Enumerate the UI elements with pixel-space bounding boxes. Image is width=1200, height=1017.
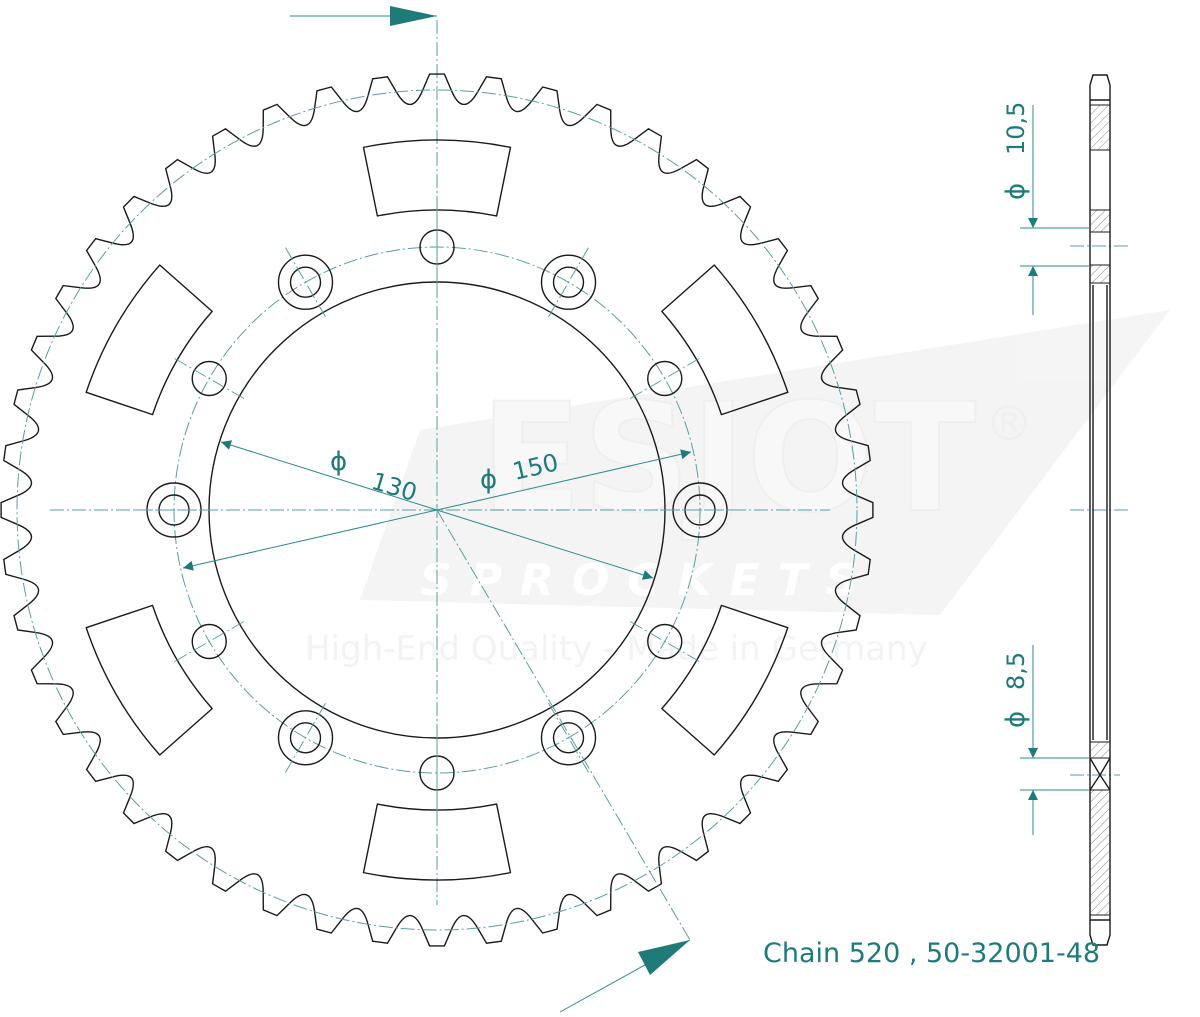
hatch-hole-bottom-a (1089, 741, 1111, 759)
section-arrows (290, 6, 691, 1013)
side-view (1089, 74, 1111, 946)
small-hole (629, 358, 700, 399)
section-arrowhead-top (390, 6, 437, 26)
section-arrowhead-bottom (638, 940, 690, 975)
dim-130-phi: ϕ (330, 447, 347, 477)
hatch-hole-bottom-b (1089, 789, 1111, 916)
small-hole (629, 621, 700, 662)
lightening-slot (362, 139, 512, 217)
small-hole (419, 207, 455, 287)
dim-150-phi: ϕ (480, 465, 497, 495)
section-line (436, 509, 691, 941)
watermark-tagline: High-End Quality - Made in Germany (305, 629, 928, 669)
lightening-slot (661, 604, 789, 756)
small-hole (174, 621, 245, 662)
bolt-hole (134, 482, 214, 538)
small-hole (419, 733, 455, 813)
pitch-circle (16, 89, 858, 931)
watermark-registered: ® (985, 396, 1033, 452)
side-profile (1089, 74, 1111, 946)
bolt-hole (277, 247, 334, 318)
lightening-slot (85, 604, 213, 756)
bolt-hole (540, 702, 597, 773)
slots (85, 139, 789, 881)
lightening-slot (362, 803, 512, 881)
hole-dimensions: ϕ 10,5 ϕ 8,5 (1001, 102, 1090, 835)
bolt-hole (540, 247, 597, 318)
small-hole (174, 358, 245, 399)
bolt-hole (277, 702, 334, 773)
dim-10-5-label: 10,5 (1002, 102, 1030, 155)
dim-8-5-label: 8,5 (1002, 652, 1030, 690)
lightening-slot (85, 264, 213, 416)
lightening-slot (661, 264, 789, 416)
dim-10-5-phi: ϕ (1001, 183, 1031, 200)
dim-8-5-phi: ϕ (1001, 711, 1031, 728)
watermark: ESJOT ® SPROCKETS High-End Quality - Mad… (305, 310, 1170, 669)
hatch-top (1089, 104, 1111, 151)
caption: Chain 520 , 50-32001-48 (763, 938, 1100, 969)
teeth-outline (0, 73, 874, 947)
hatch-hole-top-a (1089, 209, 1111, 233)
hatch-hole-top-b (1089, 264, 1111, 284)
